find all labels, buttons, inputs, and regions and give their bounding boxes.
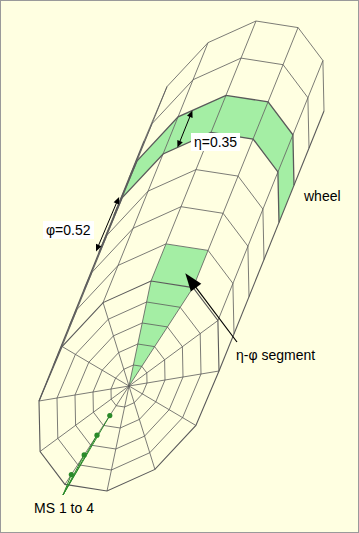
face-spoke	[129, 288, 193, 386]
cylinder-ring	[129, 58, 309, 178]
face-spoke	[129, 321, 218, 386]
face-ring	[39, 281, 219, 491]
phi-arrow	[98, 201, 118, 248]
ms-leader	[63, 416, 110, 495]
segment-pointer-head	[185, 273, 201, 291]
face-spoke	[107, 386, 129, 491]
cylinder-ring	[54, 244, 234, 364]
eta-arrow-head	[177, 140, 183, 148]
ms-leader	[63, 435, 97, 495]
phi-arrow-head	[114, 197, 120, 205]
eta-dimension: η=0.35	[191, 133, 240, 151]
ms-dot	[107, 413, 112, 418]
face-spoke	[129, 371, 219, 386]
ms-dot	[69, 472, 74, 477]
face-spoke	[129, 386, 155, 469]
face-spoke	[129, 281, 151, 386]
segment-label: η-φ segment	[233, 346, 318, 364]
cylinder-ring	[84, 170, 264, 290]
face-spoke	[40, 386, 129, 451]
cylinder-ring	[144, 21, 324, 141]
cylinder-generator	[151, 21, 256, 281]
ms-leader	[63, 475, 71, 495]
cylinder-ring	[99, 132, 279, 252]
segment-strip	[151, 244, 208, 288]
eta-arrow	[179, 114, 191, 143]
ms-dot	[94, 433, 99, 438]
phi-dimension: φ=0.52	[43, 221, 94, 239]
cylinder-generator	[193, 28, 298, 288]
wheel-label: wheel	[301, 187, 344, 205]
ms-label: MS 1 to 4	[31, 499, 97, 517]
face-spoke	[39, 386, 129, 401]
cylinder-generator	[103, 43, 208, 303]
face-spoke	[103, 303, 129, 386]
eta-arrow-head	[187, 110, 193, 118]
ms-dot	[82, 452, 87, 457]
segment-pointer	[192, 282, 237, 342]
cylinder-ring	[69, 207, 249, 327]
cylinder-ring	[114, 95, 294, 215]
phi-arrow-head	[96, 244, 102, 252]
wheel-band	[278, 135, 294, 223]
ms-leader	[63, 455, 84, 495]
face-spoke	[65, 386, 129, 484]
segment-wedge	[129, 281, 193, 386]
